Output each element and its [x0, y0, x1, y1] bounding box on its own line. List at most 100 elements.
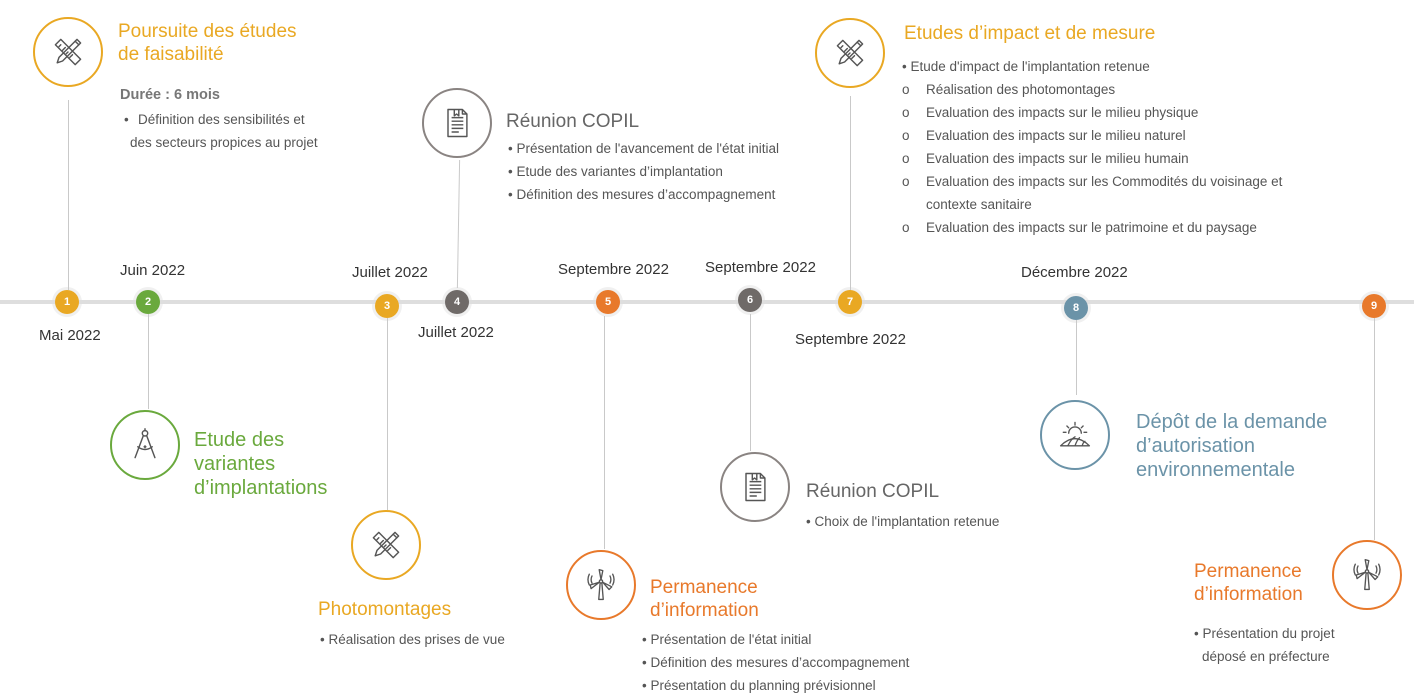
event-1-title-line2: de faisabilité: [118, 44, 224, 65]
event-5-title-line2: d’information: [650, 600, 759, 621]
event-2-icon-circle: [110, 410, 180, 480]
event-3-title: Photomontages: [318, 599, 452, 620]
event-2-title-line3: d’implantations: [194, 477, 328, 499]
event-6-details: • Choix de l'implantation retenue: [806, 510, 999, 533]
event-9-item-line1: • Présentation du projet: [1194, 626, 1335, 641]
event-2-title: Etude des variantes d’implantations: [194, 428, 327, 500]
event-5-title: Permanence d’information: [650, 576, 759, 622]
date-label-4: Juillet 2022: [418, 324, 494, 341]
date-label-6: Septembre 2022: [705, 259, 816, 276]
timeline-marker-4: 4: [442, 287, 472, 317]
wind-turbine-icon: [1349, 557, 1385, 593]
event-9-item-line2: déposé en préfecture: [1202, 649, 1330, 664]
event-2-title-line2: variantes: [194, 453, 276, 475]
connector-line-5: [604, 316, 605, 549]
event-7-title: Etudes d’impact et de mesure: [904, 23, 1156, 44]
compass-icon: [127, 427, 163, 463]
date-label-8: Décembre 2022: [1021, 264, 1128, 281]
event-4-item-2: • Etude des variantes d’implantation: [508, 164, 723, 179]
connector-line-1: [68, 100, 69, 290]
event-5-item-3: • Présentation du planning prévisionnel: [642, 678, 876, 693]
marker-number: 3: [383, 300, 391, 312]
event-1-title: Poursuite des études de faisabilité: [118, 20, 297, 66]
event-8-title-line3: environnementale: [1136, 459, 1295, 481]
event-8-icon-circle: [1040, 400, 1110, 470]
marker-number: 5: [604, 296, 612, 308]
event-7-lead: • Etude d'impact de l'implantation reten…: [902, 59, 1150, 74]
marker-number: 9: [1370, 300, 1378, 312]
event-6-item-1: • Choix de l'implantation retenue: [806, 514, 1000, 529]
event-4-title: Réunion COPIL: [506, 111, 640, 132]
event-5-item-2: • Définition des mesures d’accompagnemen…: [642, 655, 910, 670]
event-7-sub-item-5-continued: contexte sanitaire: [926, 197, 1032, 212]
timeline-marker-7: 7: [835, 287, 865, 317]
event-1-duration: Durée : 6 mois: [120, 87, 220, 103]
marker-number: 2: [144, 296, 152, 308]
event-4-item-1: • Présentation de l'avancement de l'état…: [508, 141, 780, 156]
event-1-details: • Définition des sensibilités et des sect…: [120, 108, 318, 154]
event-1-title-line1: Poursuite des études: [118, 21, 297, 42]
connector-line-4: [456, 160, 461, 288]
marker-number: 4: [453, 296, 461, 308]
event-4-details: • Présentation de l'avancement de l'état…: [508, 137, 779, 206]
event-2-title-line1: Etude des: [194, 429, 285, 451]
date-label-2: Juin 2022: [120, 262, 186, 279]
date-label-3: Juillet 2022: [352, 264, 428, 281]
bullet: •: [124, 112, 129, 127]
connector-line-6: [750, 314, 751, 451]
marker-number: 1: [63, 296, 71, 308]
wind-turbine-icon: [583, 567, 619, 603]
timeline-marker-1: 1: [52, 287, 82, 317]
event-1-item-line1: Définition des sensibilités et: [138, 112, 305, 127]
event-1-item-line2: des secteurs propices au projet: [130, 135, 318, 150]
event-9-title-line2: d’information: [1194, 584, 1303, 605]
timeline-marker-9: 9: [1359, 291, 1389, 321]
event-6-icon-circle: [720, 452, 790, 522]
event-1-icon-circle: [33, 17, 103, 87]
connector-line-2: [148, 314, 149, 409]
connector-line-7: [850, 96, 851, 292]
event-5-icon-circle: [566, 550, 636, 620]
event-9-icon-circle: [1332, 540, 1402, 610]
document-icon: [439, 105, 475, 141]
date-label-5: Septembre 2022: [558, 261, 669, 278]
event-8-title-line2: d’autorisation: [1136, 435, 1255, 457]
timeline-marker-5: 5: [593, 287, 623, 317]
ruler-pencil-icon: [50, 34, 86, 70]
sun-field-icon: [1057, 417, 1093, 453]
event-7-details: • Etude d'impact de l'implantation reten…: [902, 55, 1282, 239]
event-3-details: • Réalisation des prises de vue: [320, 628, 505, 651]
timeline-marker-2: 2: [133, 287, 163, 317]
date-label-7: Septembre 2022: [795, 331, 906, 348]
event-5-title-line1: Permanence: [650, 577, 758, 598]
event-3-icon-circle: [351, 510, 421, 580]
event-4-icon-circle: [422, 88, 492, 158]
connector-line-8: [1076, 320, 1077, 395]
event-8-title: Dépôt de la demande d’autorisation envir…: [1136, 410, 1327, 482]
event-3-item: • Réalisation des prises de vue: [320, 632, 505, 647]
marker-number: 8: [1072, 302, 1080, 314]
timeline-axis: [0, 300, 1414, 304]
event-4-item-3: • Définition des mesures d’accompagnemen…: [508, 187, 776, 202]
event-9-title-line1: Permanence: [1194, 561, 1302, 582]
event-5-item-1: • Présentation de l'état initial: [642, 632, 812, 647]
ruler-pencil-icon: [832, 35, 868, 71]
date-label-1: Mai 2022: [39, 327, 101, 344]
timeline-marker-8: 8: [1061, 293, 1091, 323]
timeline-marker-3: 3: [372, 291, 402, 321]
marker-number: 6: [746, 294, 754, 306]
connector-line-3: [387, 318, 388, 510]
event-9-title: Permanence d’information: [1194, 560, 1303, 606]
ruler-pencil-icon: [368, 527, 404, 563]
event-9-details: • Présentation du projet déposé en préfe…: [1194, 622, 1335, 668]
timeline-marker-6: 6: [735, 285, 765, 315]
event-8-title-line1: Dépôt de la demande: [1136, 411, 1328, 433]
event-5-details: • Présentation de l'état initial • Défin…: [642, 628, 909, 697]
document-icon: [737, 469, 773, 505]
